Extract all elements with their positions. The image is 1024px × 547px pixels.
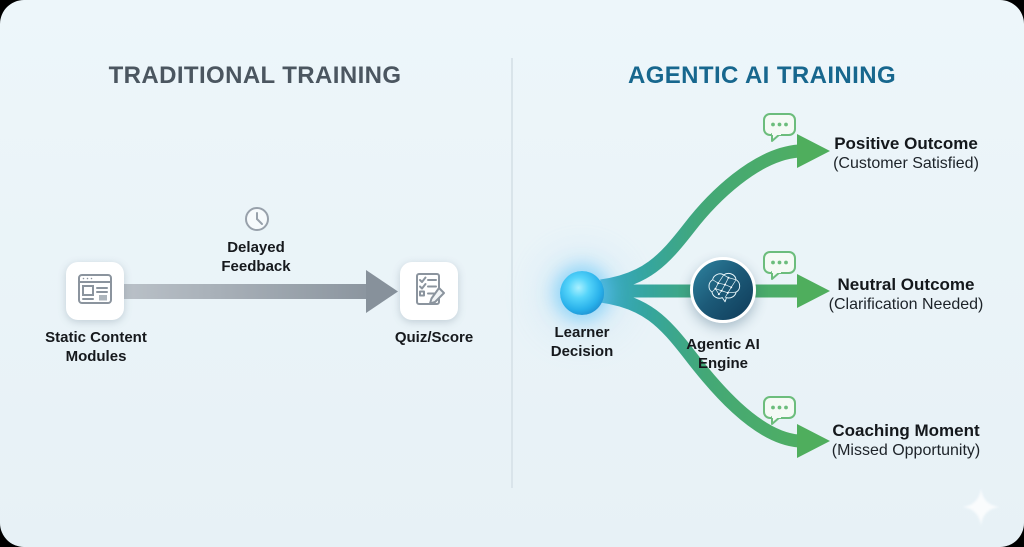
clock-icon bbox=[243, 205, 271, 233]
static-content-node bbox=[66, 262, 124, 320]
outcome-neutral: Neutral Outcome (Clarification Needed) bbox=[829, 275, 984, 315]
quiz-score-label: Quiz/Score bbox=[394, 329, 474, 346]
agentic-ai-engine-node bbox=[690, 257, 756, 323]
quiz-score-node bbox=[400, 262, 458, 320]
outcome-title: Coaching Moment bbox=[832, 421, 980, 440]
delayed-feedback-label: Delayed Feedback bbox=[221, 239, 291, 275]
panel-divider bbox=[511, 58, 513, 488]
learner-decision-node glowing-orb-icon bbox=[560, 271, 604, 315]
branch-arrowheads bbox=[797, 134, 830, 458]
speech-bubble-dots-icon bbox=[762, 395, 798, 426]
gray-arrow bbox=[122, 270, 398, 313]
static-content-label: Static Content Modules bbox=[45, 329, 147, 365]
speech-bubble-dots-icon bbox=[762, 112, 798, 143]
speech-bubble-dots-icon bbox=[762, 250, 798, 281]
outcome-positive: Positive Outcome (Customer Satisfied) bbox=[833, 134, 979, 174]
outcome-coaching: Coaching Moment (Missed Opportunity) bbox=[832, 421, 981, 461]
right-panel-title: AGENTIC AI TRAINING bbox=[627, 62, 897, 89]
outcome-subtitle: (Clarification Needed) bbox=[828, 296, 984, 313]
branch-top bbox=[600, 144, 800, 293]
outcome-title: Neutral Outcome bbox=[837, 275, 975, 294]
neural-brain-icon bbox=[701, 266, 745, 315]
outcome-subtitle: (Missed Opportunity) bbox=[831, 442, 981, 459]
learner-decision-label: Learner Decision bbox=[550, 324, 614, 360]
sparkle-icon bbox=[962, 488, 1000, 526]
webpage-icon bbox=[75, 269, 115, 314]
outcome-title: Positive Outcome bbox=[834, 134, 978, 153]
outcome-subtitle: (Customer Satisfied) bbox=[833, 155, 979, 172]
checklist-pencil-icon bbox=[409, 269, 449, 314]
left-panel-title: TRADITIONAL TRAINING bbox=[108, 62, 402, 89]
branch-bottom bbox=[600, 289, 800, 448]
agentic-ai-engine-label: Agentic AI Engine bbox=[686, 336, 760, 372]
